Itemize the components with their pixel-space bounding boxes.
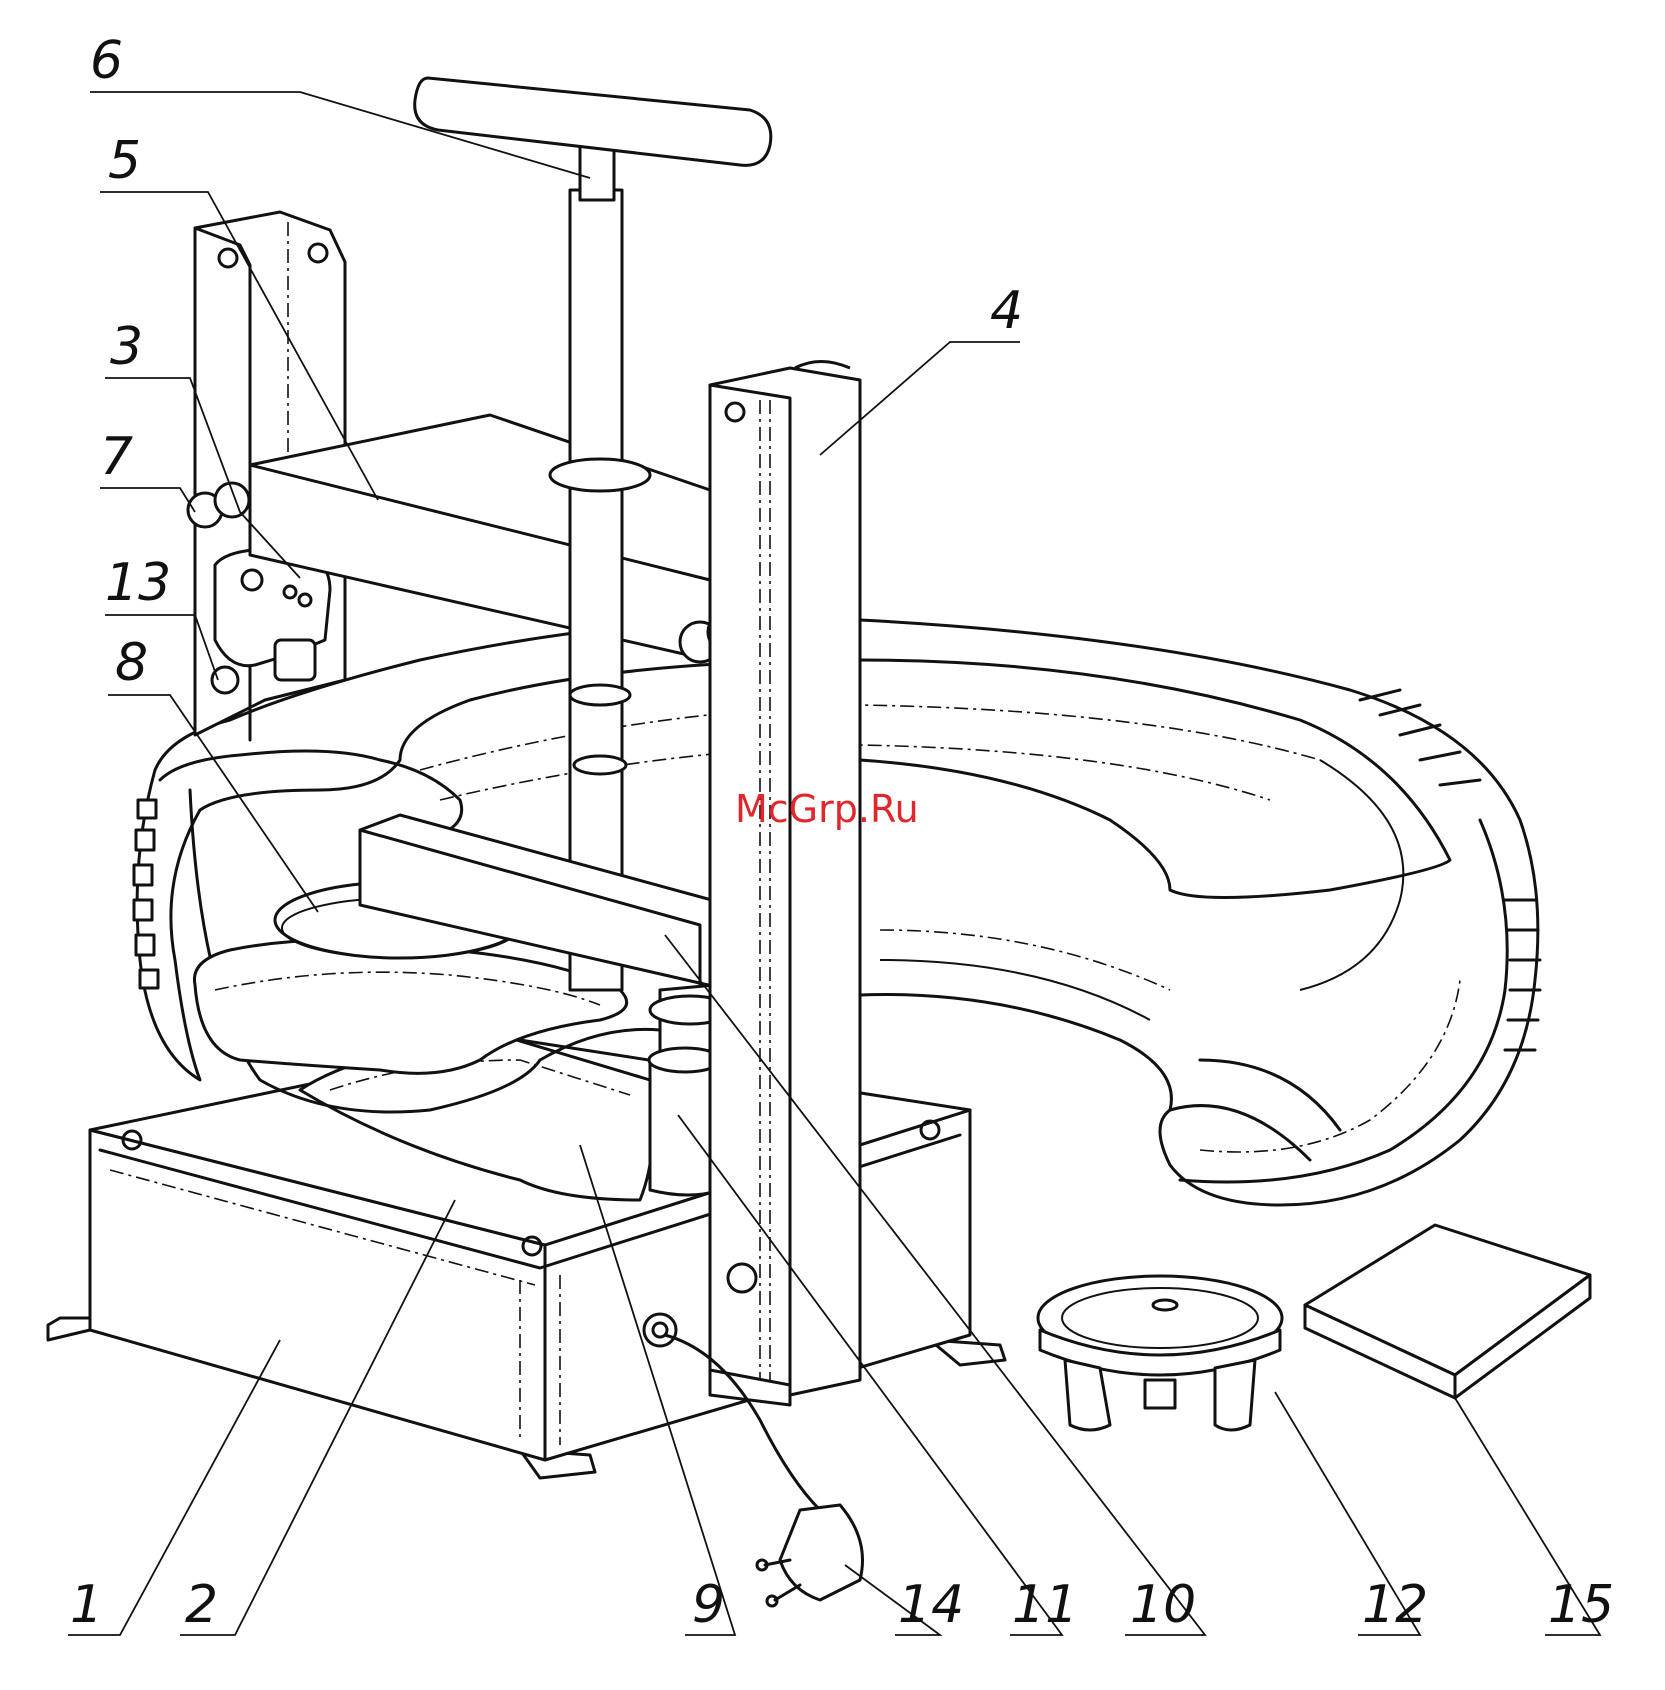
- callout-2: 2: [185, 1575, 218, 1635]
- callout-11: 11: [1012, 1575, 1078, 1635]
- right-column: [710, 362, 860, 1406]
- spacer-plate: [1305, 1225, 1590, 1398]
- callout-8: 8: [115, 633, 148, 693]
- callout-9: 9: [692, 1575, 725, 1635]
- callout-10: 10: [1130, 1575, 1196, 1635]
- callout-15: 15: [1548, 1575, 1614, 1635]
- callout-7: 7: [100, 427, 133, 487]
- callout-3: 3: [110, 317, 143, 377]
- plug: [780, 1505, 863, 1600]
- callout-14: 14: [898, 1575, 964, 1635]
- accessory-stand: [1038, 1276, 1282, 1430]
- cable-gland: [644, 1314, 676, 1346]
- callout-12: 12: [1362, 1575, 1428, 1635]
- nut: [728, 1264, 756, 1292]
- callout-6: 6: [90, 31, 123, 91]
- switch-block: [275, 640, 315, 680]
- callout-4: 4: [990, 281, 1023, 341]
- watermark-text: McGrp.Ru: [735, 787, 919, 831]
- callout-5: 5: [108, 131, 141, 191]
- callout-1: 1: [70, 1575, 103, 1635]
- callout-13: 13: [105, 553, 171, 613]
